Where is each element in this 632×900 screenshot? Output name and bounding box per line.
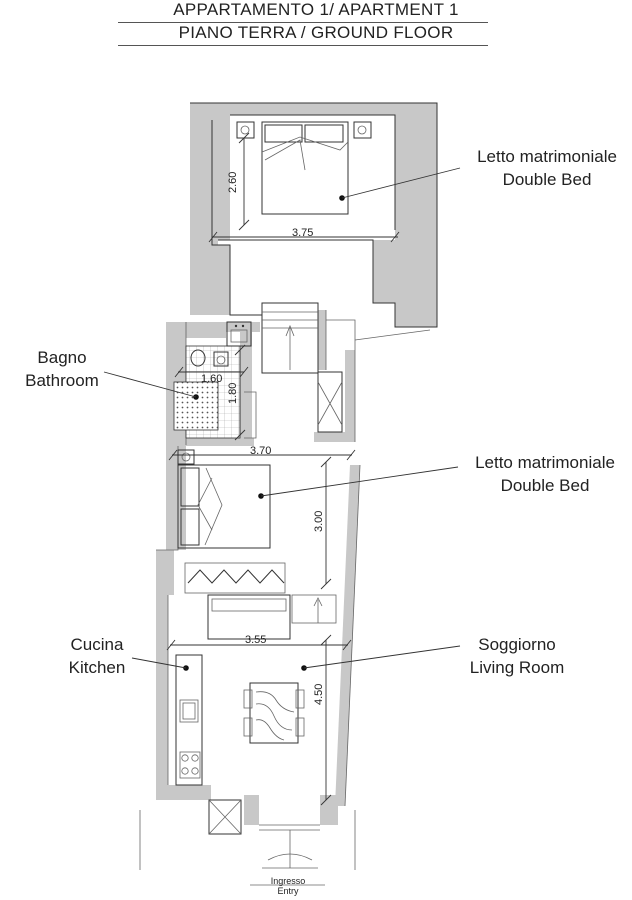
dim-bedroom-top-width: 3.75 (292, 227, 313, 239)
label-bathroom-en: Bathroom (25, 371, 99, 390)
dim-living-height: 4.50 (313, 684, 325, 705)
dim-bedroom-top-height: 2.60 (227, 172, 239, 193)
walls-upper (190, 103, 437, 327)
plan-title: APPARTAMENTO 1/ APARTMENT 1 (173, 0, 459, 19)
living-furniture (207, 594, 307, 744)
label-bedroom-mid-en: Double Bed (500, 476, 590, 495)
dim-bedroom-mid-height: 3.00 (313, 511, 325, 532)
label-bedroom-mid-it: Letto matrimoniale (475, 453, 615, 472)
label-leaders (103, 167, 461, 669)
label-bedroom-top-it: Letto matrimoniale (477, 147, 617, 166)
label-living-en: Living Room (469, 658, 565, 677)
kitchen-counter (175, 654, 242, 835)
label-entry-en: Entry (277, 886, 299, 896)
subtitle-divider (118, 45, 488, 46)
label-bedroom-mid: Letto matrimoniale Double Bed (460, 451, 630, 497)
label-living-it: Soggiorno (478, 635, 556, 654)
dim-living-width: 3.55 (245, 634, 266, 646)
label-bedroom-top-en: Double Bed (502, 170, 592, 189)
bed-upper (236, 121, 372, 215)
dim-bedroom-mid-width: 3.70 (250, 445, 271, 457)
title-divider (118, 22, 488, 23)
dim-bathroom-width: 1.60 (201, 373, 222, 385)
label-entry-it: Ingresso (270, 876, 306, 886)
label-kitchen: Cucina Kitchen (56, 633, 138, 679)
label-kitchen-it: Cucina (70, 635, 124, 654)
entry-step (250, 830, 325, 886)
label-entry: Ingresso Entry (248, 876, 328, 896)
plan-subtitle: PIANO TERRA / GROUND FLOOR (178, 23, 454, 42)
dim-bathroom-height: 1.80 (227, 383, 239, 404)
label-living: Soggiorno Living Room (458, 633, 576, 679)
label-bedroom-top: Letto matrimoniale Double Bed (462, 145, 632, 191)
dimension-lines (166, 132, 400, 806)
label-bathroom-it: Bagno (37, 348, 87, 367)
stairs (261, 302, 343, 433)
label-kitchen-en: Kitchen (68, 658, 126, 677)
bed-middle (177, 449, 337, 624)
label-bathroom: Bagno Bathroom (10, 346, 114, 392)
